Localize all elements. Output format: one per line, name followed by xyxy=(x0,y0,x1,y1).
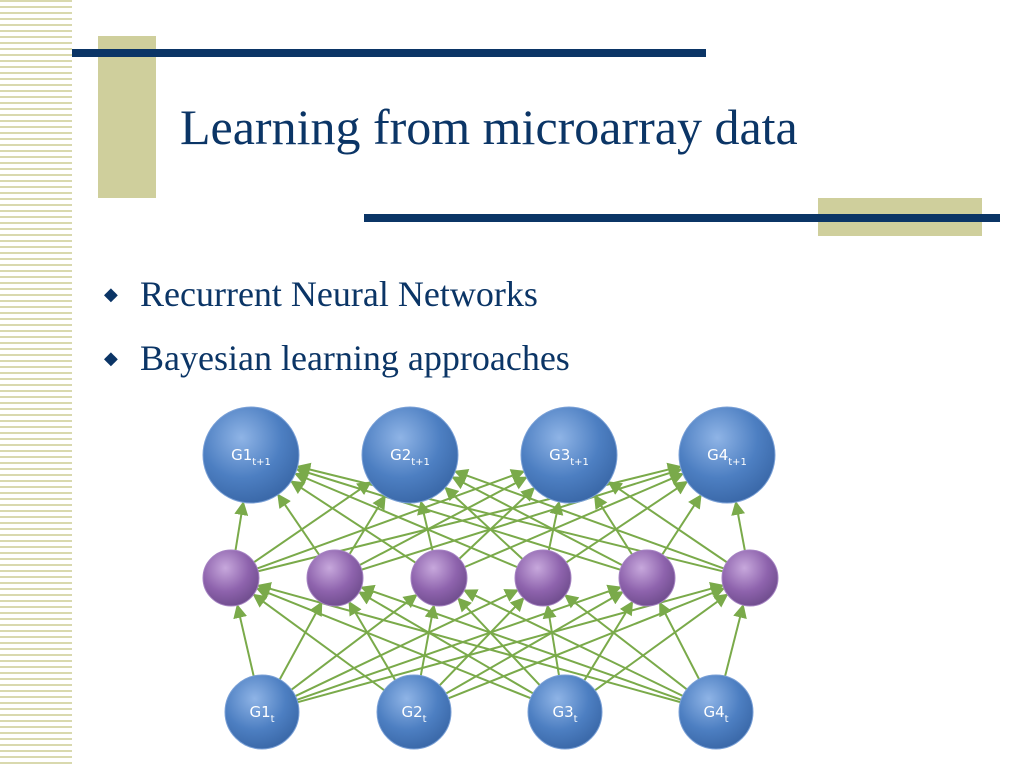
network-edge xyxy=(233,603,255,677)
gene-node-circle xyxy=(361,406,459,504)
diamond-bullet-icon: ◆ xyxy=(104,283,118,304)
gene-node-label: G1t+1 xyxy=(231,446,271,468)
hidden-node xyxy=(514,549,572,607)
network-edge xyxy=(462,589,684,697)
gene-node-circle xyxy=(678,406,776,504)
network-edge xyxy=(453,469,725,570)
bullet-text: Bayesian learning approaches xyxy=(140,338,570,378)
gene-node-circle xyxy=(520,406,618,504)
gene-node-current: G2t xyxy=(376,674,452,750)
gene-node-next: G3t+1 xyxy=(520,406,618,504)
title-rule-bottom xyxy=(364,214,1000,222)
network-edge xyxy=(252,593,385,691)
gene-node-label: G4t xyxy=(703,703,728,725)
gene-node-next: G4t+1 xyxy=(678,406,776,504)
network-edge xyxy=(360,584,682,701)
network-edge xyxy=(278,601,323,680)
bullet-text: Recurrent Neural Networks xyxy=(140,274,538,314)
gene-node-circle xyxy=(224,674,300,750)
hidden-node xyxy=(410,549,468,607)
network-edge xyxy=(359,476,528,566)
network-edge xyxy=(256,469,526,570)
network-edge xyxy=(294,589,519,697)
hidden-node xyxy=(721,549,779,607)
diamond-bullet-icon: ◆ xyxy=(104,347,118,368)
network-edge xyxy=(547,500,564,551)
title-rule-top xyxy=(72,49,706,57)
gene-node-label: G3t+1 xyxy=(549,446,589,468)
network-edge xyxy=(361,466,683,571)
gene-node-label: G1t xyxy=(249,703,274,725)
network-edge xyxy=(658,601,700,680)
bullet-item: ◆ Recurrent Neural Networks xyxy=(104,262,570,326)
network-edge xyxy=(444,486,524,560)
network-edge xyxy=(564,594,688,691)
gene-node-circle xyxy=(527,674,603,750)
network-edge xyxy=(357,591,534,695)
gene-node-circle xyxy=(678,674,754,750)
network-edge xyxy=(255,586,532,700)
slide-title: Learning from microarray data xyxy=(180,99,798,155)
gene-node-current: G3t xyxy=(527,674,603,750)
hidden-node xyxy=(306,549,364,607)
hidden-node xyxy=(618,549,676,607)
network-edge xyxy=(348,494,386,555)
network-edge xyxy=(731,500,746,551)
gene-node-next: G2t+1 xyxy=(361,406,459,504)
network-edge xyxy=(542,604,560,676)
network-edge xyxy=(234,500,249,551)
network-edge xyxy=(417,500,434,551)
gene-node-next: G1t+1 xyxy=(202,406,300,504)
network-edge xyxy=(348,600,397,681)
gene-node-circle xyxy=(202,406,300,504)
network-edge xyxy=(464,472,685,568)
network-edge xyxy=(295,466,621,571)
network-edge xyxy=(724,603,747,677)
network-edge xyxy=(457,597,541,686)
gene-node-label: G3t xyxy=(552,703,577,725)
striped-margin-decoration xyxy=(0,0,72,768)
gene-node-label: G2t+1 xyxy=(390,446,430,468)
network-edge xyxy=(253,481,372,563)
network-edge xyxy=(277,493,321,556)
network-edge xyxy=(594,593,729,692)
bullet-list: ◆ Recurrent Neural Networks ◆ Bayesian l… xyxy=(104,262,570,390)
network-edge xyxy=(583,600,634,681)
network-edge xyxy=(607,481,728,564)
title-accent-block-left xyxy=(98,36,156,198)
gene-node-current: G1t xyxy=(224,674,300,750)
network-edge xyxy=(593,494,633,555)
bullet-item: ◆ Bayesian learning approaches xyxy=(104,326,570,390)
gene-node-circle xyxy=(376,674,452,750)
gene-node-current: G4t xyxy=(678,674,754,750)
network-edge xyxy=(293,472,518,569)
gene-node-label: G2t xyxy=(401,703,426,725)
network-edge xyxy=(565,480,689,564)
network-edge xyxy=(451,476,623,566)
network-edge xyxy=(447,586,726,700)
network-edge xyxy=(419,604,439,676)
hidden-node xyxy=(202,549,260,607)
network-edge xyxy=(289,480,417,564)
network-edge xyxy=(290,594,418,691)
network-edge xyxy=(661,494,702,556)
gene-node-label: G4t+1 xyxy=(707,446,747,468)
